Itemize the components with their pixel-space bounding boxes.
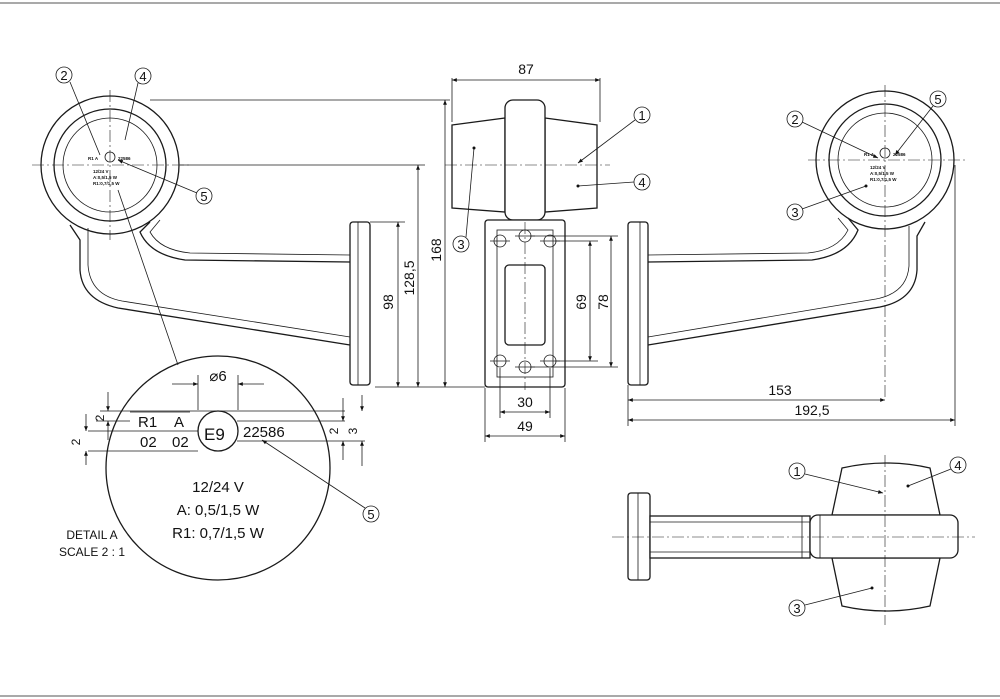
callout-4-left: 4 <box>139 69 146 84</box>
detail-approval: 22586 <box>243 424 285 441</box>
detail-code2: 02 <box>172 434 189 451</box>
left-callouts: 2 4 5 <box>55 66 213 366</box>
dim-78: 78 <box>595 294 611 310</box>
detail-a-power: A: 0,5/1,5 W <box>177 502 260 519</box>
center-view <box>445 99 610 390</box>
detail-r1-power: R1: 0,7/1,5 W <box>172 525 265 542</box>
right-view: R1 A 22586 12/24 V A:0,5/1,5 W R1:0,7/1,… <box>627 85 965 400</box>
detail-r1: R1 <box>138 414 157 431</box>
svg-text:22586: 22586 <box>893 152 906 157</box>
detail-voltage: 12/24 V <box>192 479 244 496</box>
callout-3-right: 3 <box>791 205 798 220</box>
detail-a-label: A <box>174 414 184 431</box>
dim-49: 49 <box>517 418 533 434</box>
svg-text:12/24 V: 12/24 V <box>93 169 109 174</box>
dim-30: 30 <box>517 394 533 410</box>
svg-text:R1:0,7/1,5 W: R1:0,7/1,5 W <box>93 181 120 186</box>
detail-dim-3: 3 <box>346 427 360 434</box>
callout-5-left: 5 <box>200 189 207 204</box>
top-view-callouts: 1 4 3 <box>788 456 967 617</box>
left-view: R1 A 22586 12/24 V A:0,5/1,5 W R1:0,7/1,… <box>32 90 371 386</box>
svg-text:A:0,5/1,5 W: A:0,5/1,5 W <box>93 175 118 180</box>
svg-text:R1 A: R1 A <box>864 152 875 157</box>
dim-153: 153 <box>768 382 792 398</box>
callout-4-center: 4 <box>638 175 645 190</box>
detail-dim-2c: 2 <box>327 427 341 434</box>
detail-dim-2a: 2 <box>93 414 107 421</box>
detail-a: ⌀6 R1 A 02 02 E9 22586 12/24 V A: 0,5/1,… <box>59 355 380 581</box>
dim-69: 69 <box>573 294 589 310</box>
detail-dim-2b: 2 <box>69 438 83 445</box>
callout-1-top: 1 <box>793 464 800 479</box>
callout-3-top: 3 <box>793 601 800 616</box>
callout-2-left: 2 <box>60 68 67 83</box>
callout-2-right: 2 <box>791 112 798 127</box>
callout-1-center: 1 <box>638 108 645 123</box>
svg-text:R1 A: R1 A <box>88 156 99 161</box>
center-dimensions: 87 168 128,5 98 69 78 30 49 <box>150 61 618 442</box>
top-view <box>612 455 975 625</box>
detail-title: DETAIL A <box>66 528 117 542</box>
detail-code1: 02 <box>140 434 157 451</box>
callout-5-right: 5 <box>934 92 941 107</box>
callout-4-top: 4 <box>954 458 961 473</box>
dim-128-5: 128,5 <box>401 260 417 295</box>
dim-192-5: 192,5 <box>794 402 829 418</box>
dim-168: 168 <box>428 238 444 262</box>
callout-3-center: 3 <box>457 237 464 252</box>
detail-e-mark: E9 <box>204 425 225 444</box>
center-callouts: 1 4 3 <box>452 106 651 253</box>
right-callouts: 2 5 3 <box>786 90 947 221</box>
dim-98: 98 <box>380 294 396 310</box>
svg-text:R1:0,7/1,5 W: R1:0,7/1,5 W <box>870 177 897 182</box>
detail-scale: SCALE 2 : 1 <box>59 545 125 559</box>
detail-diameter: ⌀6 <box>209 368 226 385</box>
svg-text:12/24 V: 12/24 V <box>870 165 886 170</box>
right-dimensions: 153 192,5 <box>627 165 956 426</box>
callout-5-detail: 5 <box>367 507 374 522</box>
svg-text:A:0,5/1,5 W: A:0,5/1,5 W <box>870 171 895 176</box>
svg-text:22586: 22586 <box>118 156 131 161</box>
dim-87: 87 <box>518 61 534 77</box>
